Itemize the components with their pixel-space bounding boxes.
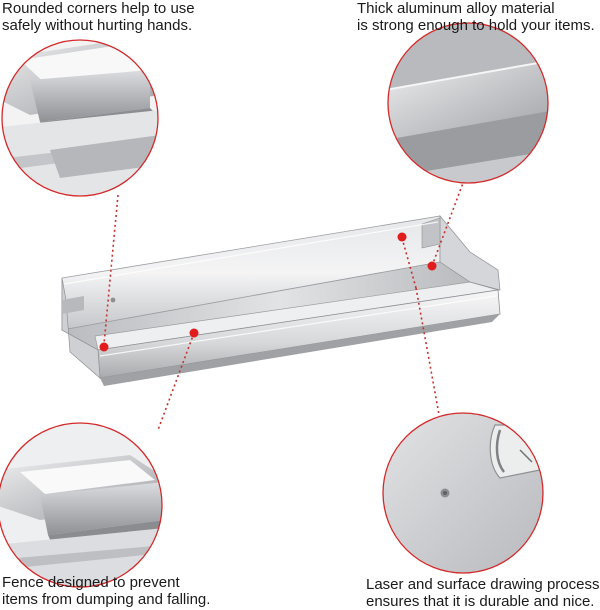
caption-line: safely without hurting hands. [2, 17, 193, 34]
caption-line: Fence designed to prevent [2, 574, 180, 591]
callout-fence [0, 422, 163, 588]
caption-line: items from dumping and falling. [2, 591, 211, 608]
caption-line: Laser and surface drawing process [366, 576, 600, 593]
leader-lines [103, 182, 464, 431]
marker-dot [427, 261, 437, 271]
marker-dot [189, 328, 199, 338]
caption-line: ensures that it is durable and nice. [366, 593, 595, 610]
callout-thick-aluminum [387, 22, 549, 184]
marker-dot [99, 342, 109, 352]
callout-rounded-corners [1, 39, 159, 197]
caption-laser-surface: Laser and surface drawing process ensure… [366, 576, 599, 610]
shelf [60, 215, 501, 386]
caption-thick-aluminum: Thick aluminum alloy material is strong … [357, 0, 595, 34]
marker-dot [397, 232, 407, 242]
caption-line: Thick aluminum alloy material [357, 0, 555, 17]
markers [99, 232, 437, 352]
caption-line: Rounded corners help to use [2, 0, 195, 17]
caption-fence: Fence designed to prevent items from dum… [2, 574, 210, 608]
callout-laser-surface [382, 412, 544, 574]
caption-line: is strong enough to hold your items. [357, 17, 595, 34]
caption-rounded-corners: Rounded corners help to use safely witho… [2, 0, 195, 34]
